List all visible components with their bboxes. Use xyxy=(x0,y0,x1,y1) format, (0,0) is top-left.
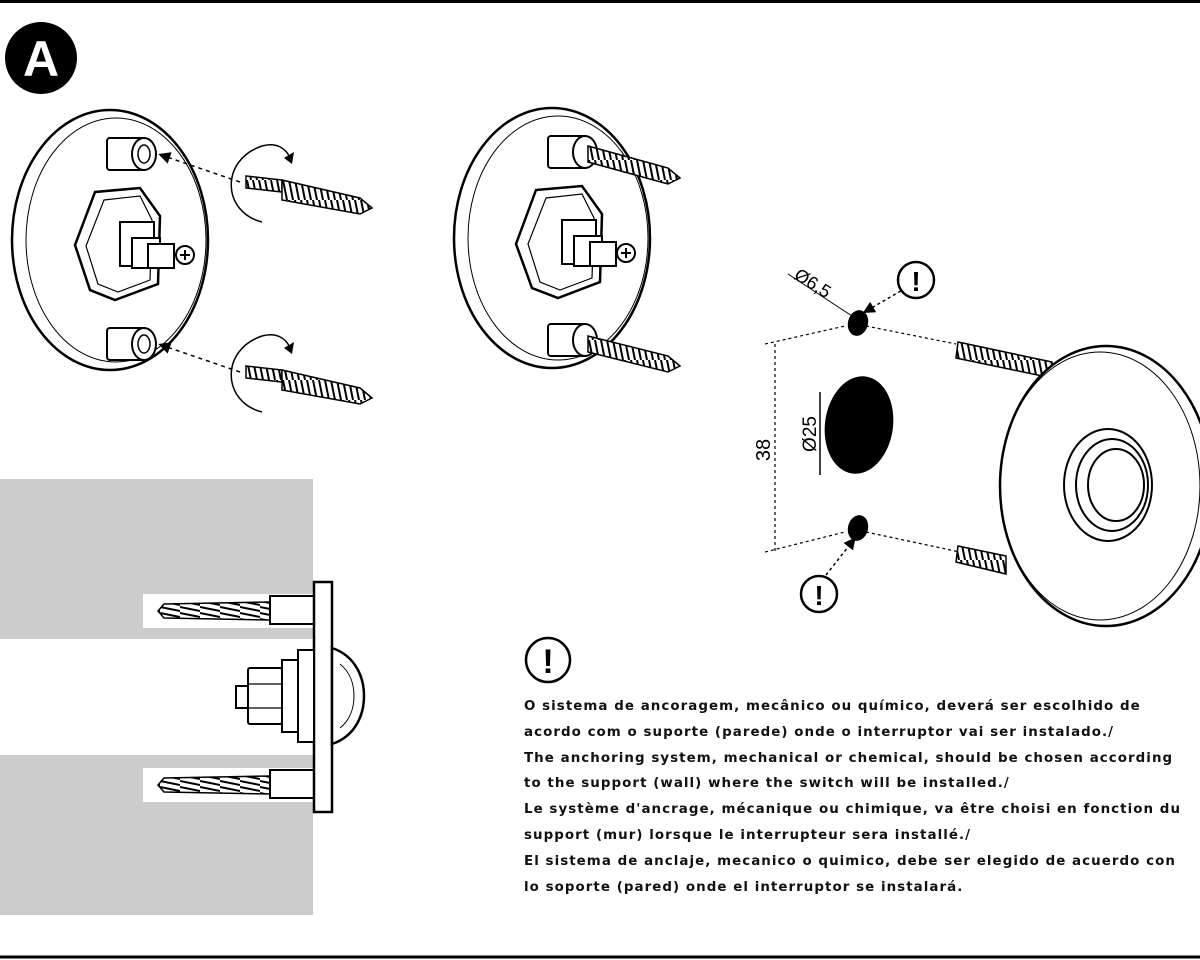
drilling-template: 38 Ø6,5 Ø25 ! ! xyxy=(753,260,961,614)
instruction-en: The anchoring system, mechanical or chem… xyxy=(524,750,1174,792)
dimension-spacing-label: 38 xyxy=(753,439,775,461)
base-plate-assembly-right xyxy=(452,106,682,373)
step-badge-label: A xyxy=(23,31,59,87)
arrow-rotate-icon xyxy=(230,144,294,223)
instruction-es: El sistema de anclaje, mecanico o quimic… xyxy=(524,853,1176,895)
instruction-pt: O sistema de ancoragem, mecânico ou quím… xyxy=(524,699,1141,740)
warning-icon: ! xyxy=(896,260,936,300)
screw-icon xyxy=(245,365,374,405)
insert-guide-top xyxy=(158,152,241,183)
insert-guide-bottom xyxy=(158,342,241,373)
warning-icon: ! xyxy=(799,574,839,614)
dimension-hole-small-label: Ø6,5 xyxy=(791,264,835,302)
warning-glyph: ! xyxy=(911,266,920,297)
standoff-bottom xyxy=(106,327,157,361)
standoff-top xyxy=(547,135,598,169)
screw-icon xyxy=(157,601,271,621)
screw-icon xyxy=(157,775,271,795)
instruction-fr: Le système d'ancrage, mécanique ou chimi… xyxy=(524,802,1182,843)
screw-icon xyxy=(245,175,374,215)
standoff-top xyxy=(106,137,157,171)
arrow-rotate-icon xyxy=(230,334,294,413)
mounting-hole-bottom xyxy=(847,515,869,541)
side-view-assembly xyxy=(157,580,366,814)
warning-glyph: ! xyxy=(542,643,553,681)
screw-icon xyxy=(587,145,682,185)
screw-icon xyxy=(587,335,682,373)
center-hole xyxy=(824,376,894,474)
mounting-hole-top xyxy=(847,310,869,336)
switch-icon xyxy=(955,341,1200,628)
base-plate-assembly-left xyxy=(10,108,374,413)
hex-nut xyxy=(514,184,636,300)
dimension-hole-large-label: Ø25 xyxy=(800,416,821,452)
hex-nut xyxy=(73,186,195,302)
warning-glyph: ! xyxy=(814,580,823,611)
instructions-block: O sistema de ancoragem, mecânico ou quím… xyxy=(524,694,1196,900)
warning-icon: ! xyxy=(524,636,572,684)
step-badge: A xyxy=(5,22,77,94)
